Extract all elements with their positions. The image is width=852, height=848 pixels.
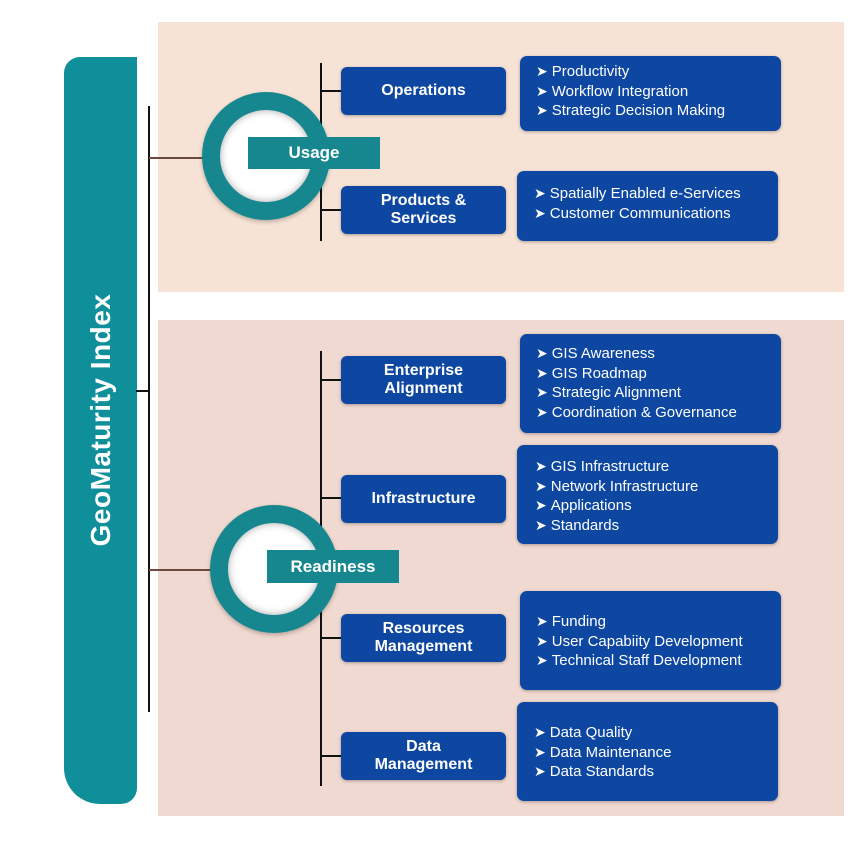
chevron-right-icon: ➤	[536, 82, 548, 99]
chevron-right-icon: ➤	[536, 364, 548, 381]
list-item: ➤Workflow Integration	[536, 82, 689, 100]
usage-branch-tick	[320, 209, 342, 211]
list-item: ➤Customer Communications	[534, 204, 731, 222]
node-label: Resources Management	[374, 620, 473, 655]
list-item: ➤Funding	[536, 613, 606, 630]
chevron-right-icon: ➤	[536, 63, 548, 79]
readiness-branch-tick	[320, 755, 342, 757]
list-item: ➤Data Standards	[534, 763, 654, 780]
node-products-services: Products & Services	[341, 186, 506, 234]
list-item: ➤Coordination & Governance	[536, 403, 737, 421]
list-item: ➤Network Infrastructure	[535, 477, 699, 495]
list-item: ➤GIS Awareness	[536, 345, 655, 362]
chevron-right-icon: ➤	[534, 724, 546, 740]
index-bar	[64, 57, 137, 804]
details-infrastructure: ➤GIS Infrastructure ➤Network Infrastruct…	[517, 445, 778, 544]
node-label: Enterprise Alignment	[383, 362, 464, 397]
index-title: GeoMaturity Index	[85, 293, 116, 547]
list-item: ➤GIS Roadmap	[536, 364, 647, 382]
category-label-usage: Usage	[248, 137, 380, 169]
details-enterprise-alignment: ➤GIS Awareness ➤GIS Roadmap ➤Strategic A…	[520, 334, 781, 433]
chevron-right-icon: ➤	[534, 185, 546, 201]
chevron-right-icon: ➤	[535, 516, 547, 533]
readiness-branch-tick	[320, 497, 342, 499]
chevron-right-icon: ➤	[535, 477, 547, 494]
node-enterprise-alignment: Enterprise Alignment	[341, 356, 506, 404]
chevron-right-icon: ➤	[534, 763, 546, 779]
chevron-right-icon: ➤	[536, 403, 548, 420]
details-resources-management: ➤Funding ➤User Capabiity Development ➤Te…	[520, 591, 781, 690]
list-item: ➤GIS Infrastructure	[535, 458, 670, 475]
node-data-management: Data Management	[341, 732, 506, 780]
usage-branch-tick	[320, 90, 342, 92]
trunk-line	[148, 106, 150, 712]
readiness-connector	[149, 569, 213, 571]
details-products-services: ➤Spatially Enabled e-Services ➤Customer …	[517, 171, 778, 241]
readiness-branch-tick	[320, 379, 342, 381]
chevron-right-icon: ➤	[536, 384, 548, 400]
list-item: ➤Standards	[535, 516, 620, 534]
chevron-right-icon: ➤	[534, 743, 546, 760]
chevron-right-icon: ➤	[535, 458, 547, 474]
list-item: ➤User Capabiity Development	[536, 632, 743, 650]
usage-connector	[149, 157, 205, 159]
node-label: Data Management	[374, 738, 473, 773]
node-infrastructure: Infrastructure	[341, 475, 506, 523]
chevron-right-icon: ➤	[536, 613, 548, 629]
category-label-readiness: Readiness	[267, 550, 399, 583]
node-resources-management: Resources Management	[341, 614, 506, 662]
list-item: ➤Data Quality	[534, 724, 633, 741]
list-item: ➤Technical Staff Development	[536, 652, 742, 669]
node-operations: Operations	[341, 67, 506, 115]
list-item: ➤Productivity	[536, 63, 630, 80]
list-item: ➤Strategic Decision Making	[536, 102, 726, 119]
details-data-management: ➤Data Quality ➤Data Maintenance ➤Data St…	[517, 702, 778, 801]
list-item: ➤Data Maintenance	[534, 743, 672, 761]
chevron-right-icon: ➤	[536, 102, 548, 118]
list-item: ➤Spatially Enabled e-Services	[534, 185, 741, 202]
chevron-right-icon: ➤	[536, 652, 548, 668]
list-item: ➤Strategic Alignment	[536, 384, 681, 401]
list-item: ➤Applications	[535, 497, 632, 514]
chevron-right-icon: ➤	[535, 497, 547, 513]
details-operations: ➤Productivity ➤Workflow Integration ➤Str…	[520, 56, 781, 131]
chevron-right-icon: ➤	[536, 345, 548, 361]
readiness-branch-tick	[320, 637, 342, 639]
chevron-right-icon: ➤	[536, 632, 548, 649]
chevron-right-icon: ➤	[534, 204, 546, 221]
trunk-connector	[136, 390, 149, 392]
node-label: Products & Services	[380, 192, 467, 227]
